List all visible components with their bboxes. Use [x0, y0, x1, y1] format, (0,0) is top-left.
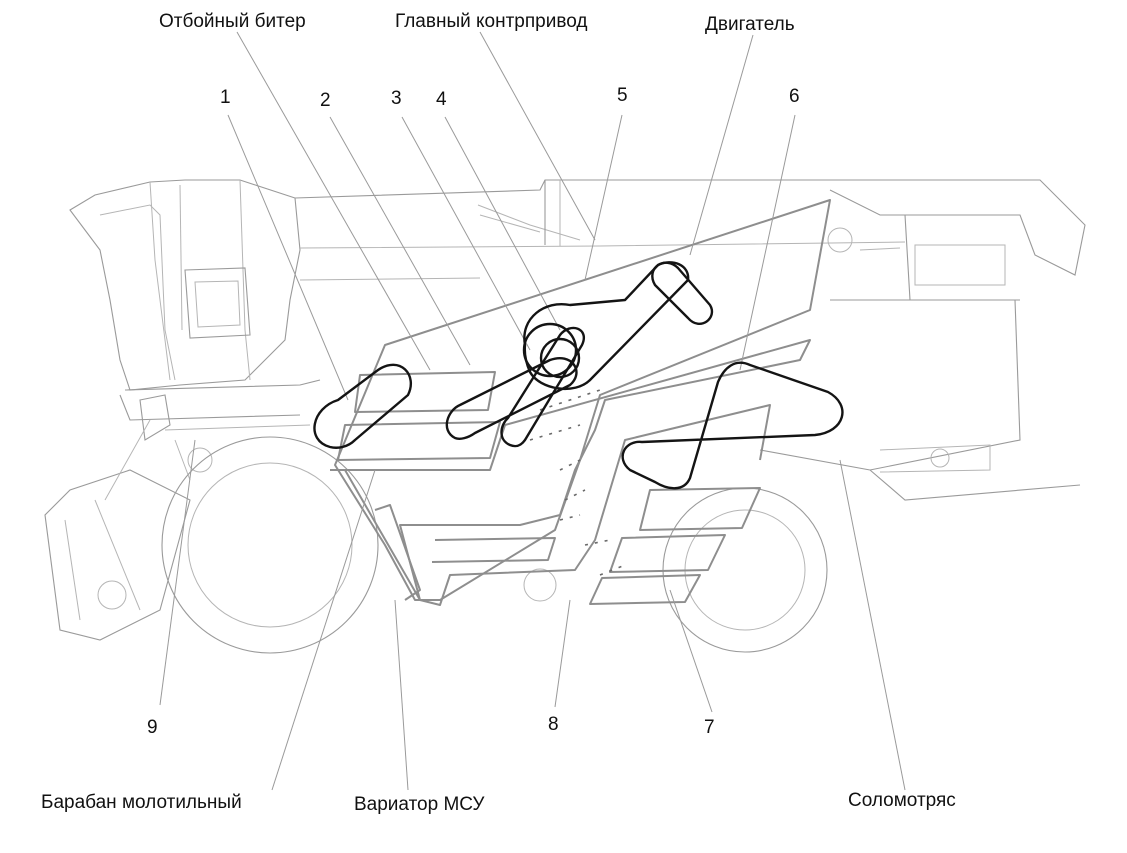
belt-4 [500, 326, 585, 448]
callout-6: 6 [789, 86, 800, 107]
belt-beater [313, 363, 412, 449]
callout-2: 2 [320, 90, 331, 111]
callout-5: 5 [617, 85, 628, 106]
leader-lines [159, 31, 906, 791]
combine-body [44, 179, 1086, 654]
belts [313, 261, 844, 490]
label-straw-walker: Соломотряс [848, 790, 956, 811]
belt-variator [445, 357, 578, 440]
label-variator: Вариатор МСУ [354, 794, 485, 815]
callout-3: 3 [391, 88, 402, 109]
callout-1: 1 [220, 87, 231, 108]
label-engine: Двигатель [705, 14, 795, 35]
label-main-countershaft: Главный контрпривод [395, 11, 588, 32]
drive-shield-plates [330, 199, 831, 606]
callout-4: 4 [436, 89, 447, 110]
hidden-lines [529, 389, 626, 576]
label-drum: Барабан молотильный [41, 792, 242, 813]
belt-engine [651, 261, 714, 325]
callout-9: 9 [147, 717, 158, 738]
callout-8: 8 [548, 714, 559, 735]
countershaft-hub [539, 337, 581, 379]
belt-straw-walker [621, 361, 844, 490]
label-beater: Отбойный битер [159, 11, 306, 32]
callout-7: 7 [704, 717, 715, 738]
